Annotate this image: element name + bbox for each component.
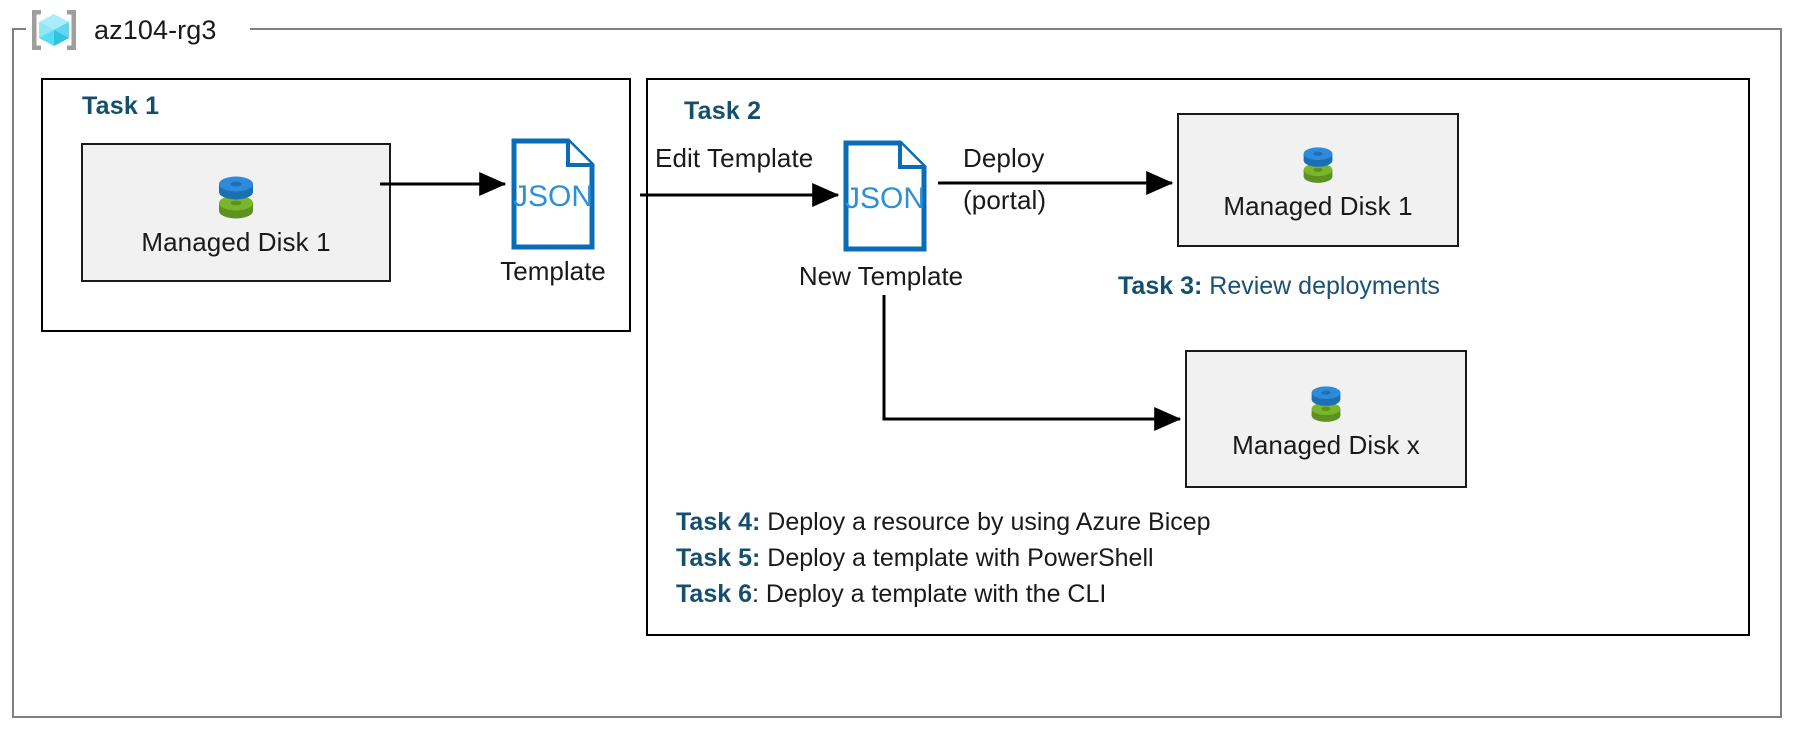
task-6-description: : Deploy a template with the CLI: [751, 580, 1107, 608]
managed-disk-icon: [210, 167, 262, 223]
resource-label: Managed Disk 1: [1223, 190, 1413, 221]
task-list-item: Task 6: Deploy a template with the CLI: [676, 576, 1211, 612]
azure-resource-group-cube-icon: [26, 7, 82, 53]
task-1-heading: Task 1: [82, 92, 160, 120]
task-6-label: Task 6: [676, 580, 752, 608]
task-3-note: Task 3: Review deployments: [1118, 272, 1440, 301]
task-list-item: Task 5: Deploy a template with PowerShel…: [676, 540, 1211, 576]
svg-text:JSON: JSON: [513, 180, 593, 213]
resource-group-frame: [12, 28, 1782, 718]
task-2-container: [646, 78, 1750, 636]
json-document-icon: JSON: [843, 140, 927, 252]
template-caption: Template: [500, 256, 606, 286]
task-list: Task 4: Deploy a resource by using Azure…: [676, 504, 1211, 612]
managed-disk-icon: [1296, 139, 1340, 187]
task-4-description: Deploy a resource by using Azure Bicep: [767, 508, 1211, 536]
resource-managed-disk-1-source: Managed Disk 1: [81, 143, 391, 282]
task-2-heading: Task 2: [684, 97, 762, 125]
json-document-icon: JSON: [511, 138, 595, 250]
svg-text:JSON: JSON: [845, 182, 925, 215]
task-5-description: Deploy a template with PowerShell: [767, 544, 1154, 572]
task-4-label: Task 4:: [676, 508, 761, 536]
resource-label: Managed Disk x: [1232, 429, 1420, 460]
managed-disk-icon: [1304, 378, 1348, 426]
task-3-description: Review deployments: [1209, 272, 1440, 300]
edge-label-edit-template: Edit Template: [655, 143, 814, 173]
task-5-label: Task 5:: [676, 544, 761, 572]
new-template-caption: New Template: [798, 261, 964, 291]
edge-label-deploy-portal: (portal): [963, 185, 1047, 215]
resource-group-title: az104-rg3: [26, 8, 250, 52]
edge-label-deploy: Deploy: [963, 143, 1045, 173]
resource-label: Managed Disk 1: [141, 227, 331, 257]
resource-managed-disk-1-deployed: Managed Disk 1: [1177, 113, 1459, 247]
resource-group-name: az104-rg3: [94, 14, 217, 45]
task-list-item: Task 4: Deploy a resource by using Azure…: [676, 504, 1211, 540]
task-3-label: Task 3:: [1118, 272, 1203, 300]
resource-managed-disk-x: Managed Disk x: [1185, 350, 1467, 488]
task-1-container: [41, 78, 631, 332]
